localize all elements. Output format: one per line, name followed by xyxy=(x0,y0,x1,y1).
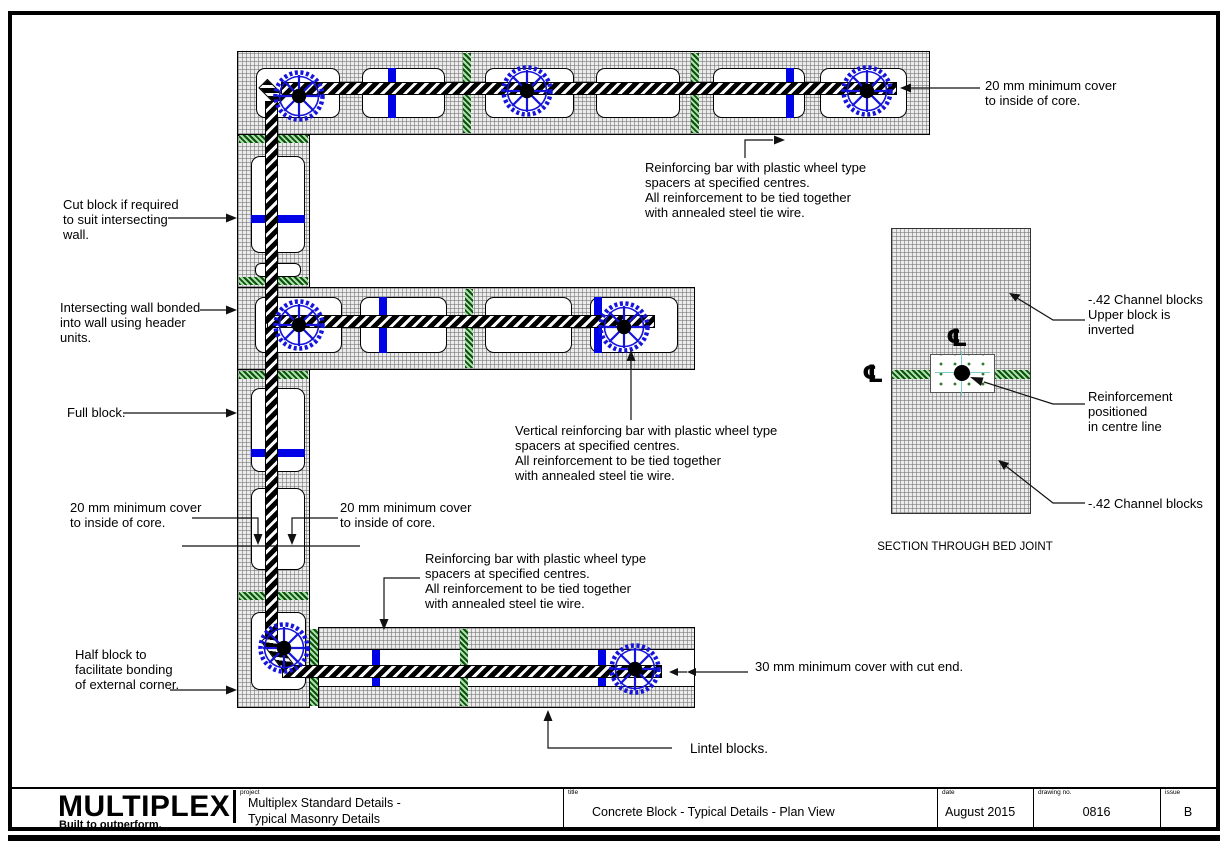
title-block-divider xyxy=(563,787,564,827)
note-reinforcement-centre: Reinforcement positioned in centre line xyxy=(1088,389,1173,435)
wire-tie xyxy=(251,215,305,223)
sheet-bottom-rule xyxy=(8,835,1220,841)
note-full-block: Full block. xyxy=(67,405,126,420)
section-bed-joint xyxy=(994,370,1030,379)
note-cover-right: 20 mm minimum cover to inside of core. xyxy=(340,500,472,531)
title-label: title xyxy=(568,789,579,796)
sheet-border xyxy=(8,11,1220,831)
section-rebar-dot xyxy=(954,365,970,381)
issue-label: issue xyxy=(1165,789,1181,796)
note-intersecting-wall: Intersecting wall bonded into wall using… xyxy=(60,300,201,346)
title-value: Concrete Block - Typical Details - Plan … xyxy=(592,805,835,819)
company-tagline: Built to outperform. xyxy=(59,819,162,831)
centreline-symbol: ℄ xyxy=(862,360,884,388)
block-core xyxy=(251,156,305,253)
note-cover-left: 20 mm minimum cover to inside of core. xyxy=(70,500,202,531)
project-value: Multiplex Standard Details - Typical Mas… xyxy=(248,796,401,826)
drawing-no-label: drawing no. xyxy=(1038,789,1072,796)
note-lintel-blocks: Lintel blocks. xyxy=(690,741,769,756)
project-label: project xyxy=(240,789,260,796)
rebar-segment xyxy=(282,665,662,678)
block-core xyxy=(255,263,301,277)
title-block-divider xyxy=(1160,787,1161,827)
rebar-segment xyxy=(267,315,655,328)
note-cut-block: Cut block if required to suit intersecti… xyxy=(63,197,179,243)
rebar-segment xyxy=(281,82,897,95)
drawing-no-value: 0816 xyxy=(1082,805,1111,819)
note-30mm-cover: 30 mm minimum cover with cut end. xyxy=(755,659,964,674)
note-reinforcing-top: Reinforcing bar with plastic wheel type … xyxy=(645,160,867,221)
note-channel-blocks-top: -.42 Channel blocks Upper block is inver… xyxy=(1088,292,1203,338)
note-vertical-reinforcing: Vertical reinforcing bar with plastic wh… xyxy=(515,423,778,484)
centreline-symbol: ℄ xyxy=(946,324,968,352)
note-reinforcing-bottom: Reinforcing bar with plastic wheel type … xyxy=(425,551,647,612)
note-cover-top-right: 20 mm minimum cover to inside of core. xyxy=(985,78,1117,109)
lintel-bottom-flange xyxy=(319,686,694,707)
section-caption: SECTION THROUGH BED JOINT xyxy=(877,541,1053,553)
block-core xyxy=(251,488,305,570)
issue-value: B xyxy=(1183,805,1193,819)
note-channel-blocks-bottom: -.42 Channel blocks xyxy=(1088,496,1203,511)
company-logo: MULTIPLEX xyxy=(58,790,231,823)
mortar-joint xyxy=(465,289,473,368)
section-bed-joint xyxy=(892,370,930,379)
title-block-divider xyxy=(937,787,938,827)
title-block-divider xyxy=(1033,787,1034,827)
rebar-segment xyxy=(265,101,278,641)
title-block-top-rule xyxy=(12,787,1216,789)
date-value: August 2015 xyxy=(945,805,1016,819)
lintel-top-flange xyxy=(319,628,694,650)
wire-tie xyxy=(251,449,305,457)
date-label: date xyxy=(942,789,955,796)
note-half-block: Half block to facilitate bonding of exte… xyxy=(75,647,180,693)
title-block-divider xyxy=(233,790,236,823)
block-core xyxy=(251,388,305,472)
